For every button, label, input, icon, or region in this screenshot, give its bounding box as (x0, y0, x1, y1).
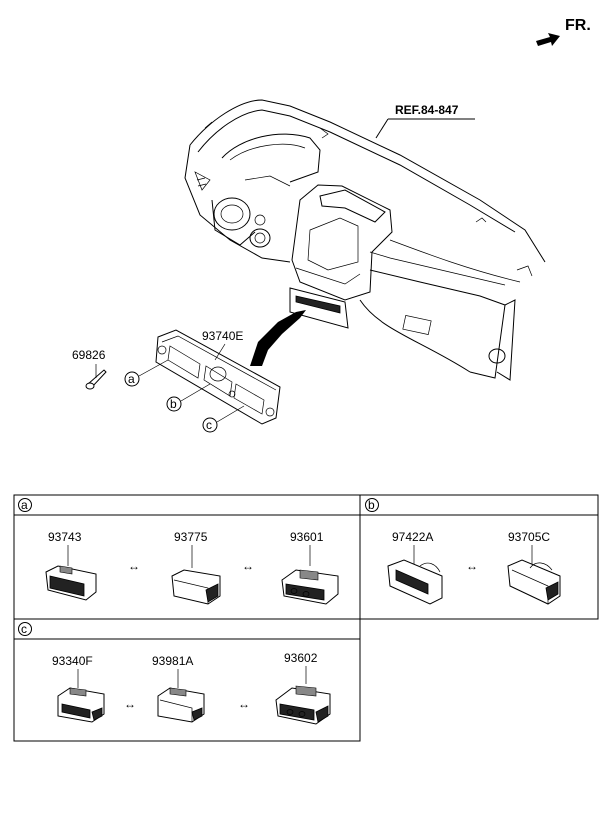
group-b-arrow: ↔ (466, 559, 478, 573)
group-c-panel: c 93340F ↔ 93981A ↔ 93602 (13, 618, 361, 742)
switch-93602 (275, 685, 331, 725)
group-b-part-2: 93705C (508, 530, 550, 544)
group-a-arrow-2: ↔ (242, 559, 254, 573)
screw-part-number: 69826 (72, 348, 106, 362)
bracket-part-number: 93740E (202, 329, 243, 343)
screw (85, 369, 107, 390)
switch-93743 (45, 565, 97, 601)
switch-97422a (387, 559, 443, 605)
switch-93981a (157, 687, 205, 723)
switch-bracket (155, 329, 281, 425)
install-arrow-icon (250, 310, 306, 366)
front-arrow-icon (536, 33, 560, 46)
switch-93601 (281, 569, 339, 605)
switch-93340f (57, 687, 105, 723)
callout-a: a (124, 359, 169, 387)
group-b-panel: b 97422A ↔ 93705C (359, 494, 599, 620)
svg-text:a: a (128, 372, 135, 386)
group-a-arrow-1: ↔ (128, 559, 140, 573)
dashboard-illustration (184, 99, 546, 381)
switch-93705c (507, 559, 561, 605)
group-a-part-3: 93601 (290, 530, 324, 544)
front-direction-indicator: FR. (536, 17, 591, 46)
reference-callout: REF.84-847 (375, 103, 475, 139)
callout-c: c (202, 405, 245, 433)
group-a-part-2: 93775 (174, 530, 208, 544)
group-c-arrow-2: ↔ (238, 697, 250, 711)
switch-93775 (171, 569, 221, 605)
svg-text:c: c (206, 418, 212, 432)
svg-text:b: b (170, 397, 177, 411)
reference-label: REF.84-847 (395, 103, 459, 117)
front-label: FR. (565, 17, 591, 34)
group-a-part-1: 93743 (48, 530, 82, 544)
group-c-part-2: 93981A (152, 654, 193, 668)
group-b-part-1: 97422A (392, 530, 433, 544)
group-b-letter: b (368, 498, 375, 512)
group-c-arrow-1: ↔ (124, 697, 136, 711)
callout-b: b (166, 383, 211, 412)
group-a-letter: a (21, 498, 28, 512)
group-c-part-3: 93602 (284, 651, 318, 665)
group-c-part-1: 93340F (52, 654, 93, 668)
group-c-letter: c (21, 622, 27, 636)
group-a-panel: a 93743 ↔ 93775 ↔ 93601 (13, 494, 361, 620)
